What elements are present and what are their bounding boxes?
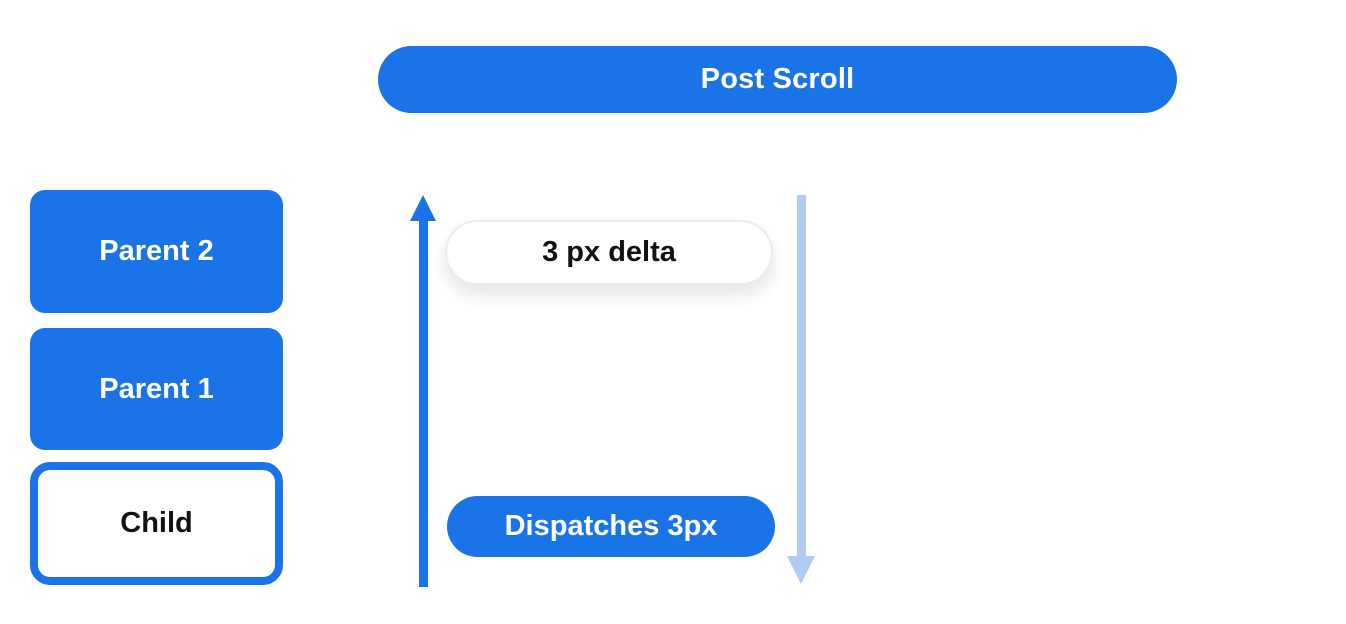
dispatch-pill-label: Dispatches 3px [504, 510, 718, 542]
down-arrowhead [787, 556, 815, 584]
node-parent-1-label: Parent 1 [99, 372, 214, 405]
dispatch-pill: Dispatches 3px [447, 496, 775, 557]
post-scroll-label: Post Scroll [700, 63, 855, 95]
up-arrow-shaft [419, 215, 428, 587]
post-scroll-pill: Post Scroll [378, 46, 1177, 113]
node-parent-1: Parent 1 [30, 328, 283, 450]
node-parent-2-label: Parent 2 [99, 235, 214, 267]
delta-pill: 3 px delta [445, 220, 773, 285]
up-arrow-icon [410, 195, 437, 587]
node-child-label: Child [120, 507, 193, 539]
down-arrow-shaft [797, 195, 806, 556]
node-parent-2: Parent 2 [30, 190, 283, 313]
node-child: Child [30, 462, 283, 585]
down-arrow-icon [787, 195, 816, 584]
delta-pill-label: 3 px delta [542, 236, 676, 268]
